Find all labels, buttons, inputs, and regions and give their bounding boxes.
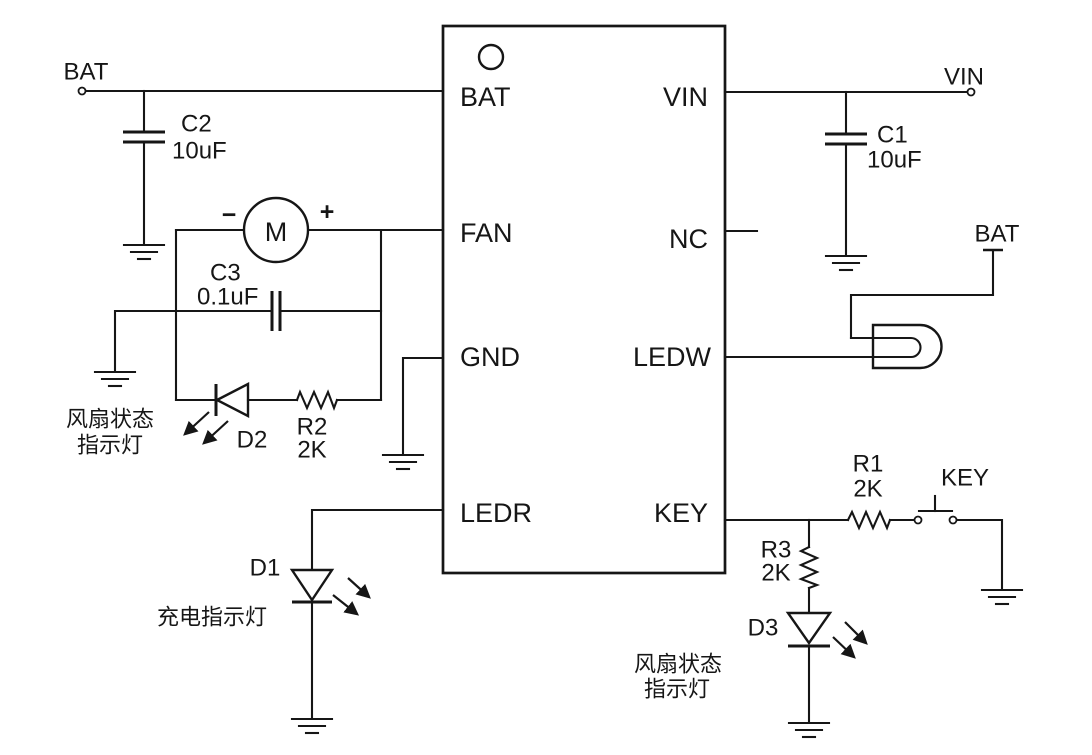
c1-value-label: 10uF <box>867 147 922 174</box>
ic-pin-label-ledr: LEDR <box>460 498 532 528</box>
fan-motor-section: M − + <box>174 196 445 402</box>
vin-terminal <box>966 87 976 97</box>
wire-c3-left <box>113 309 272 374</box>
capacitor-c3 <box>270 291 282 331</box>
d2-ref-label: D2 <box>237 427 268 454</box>
fan-status-right-label-line1: 风扇状态 <box>634 652 722 677</box>
ground-symbol-switch <box>980 588 1024 606</box>
d3-light-arrow-1 <box>844 621 868 645</box>
ledr-d1-section: D1 充电指示灯 <box>157 508 445 735</box>
r1-value-label: 2K <box>853 476 882 503</box>
ic-pin-label-gnd: GND <box>460 342 520 372</box>
switch-contact-right <box>948 515 958 525</box>
lamp-filament <box>723 336 922 359</box>
bat-input-section: BAT C2 10uF <box>64 59 445 261</box>
c3-ref-label: C3 <box>210 260 241 287</box>
resistor-r3 <box>798 545 820 590</box>
d2-light-arrow-1 <box>183 411 210 436</box>
fan-status-right-label-line2: 指示灯 <box>644 677 710 702</box>
bat-terminal <box>77 86 87 96</box>
capacitor-c1 <box>825 132 867 146</box>
ground-symbol-c2 <box>122 243 166 261</box>
r1-ref-label: R1 <box>853 451 884 478</box>
c2-value-label: 10uF <box>172 138 227 165</box>
d1-light-arrow-2 <box>332 594 360 616</box>
ic-pin-label-vin: VIN <box>663 82 708 112</box>
ic-pin-label-fan: FAN <box>460 218 513 248</box>
key-switch-section: R1 2K KEY <box>723 451 1024 606</box>
ic-pin-label-key: KEY <box>654 498 708 528</box>
c3-section: C3 0.1uF <box>93 260 383 388</box>
d3-light-arrow-2 <box>832 636 856 659</box>
led-d1 <box>289 568 371 616</box>
ground-symbol-c3 <box>93 370 137 388</box>
resistor-r1 <box>846 509 892 531</box>
pin1-mark-icon <box>477 43 505 71</box>
motor-plus-sign: + <box>320 198 335 226</box>
net-label-bat-lamp: BAT <box>975 221 1020 248</box>
d1-ref-label: D1 <box>250 555 281 582</box>
c2-ref-label: C2 <box>181 111 212 138</box>
motor-label: M <box>265 217 288 247</box>
gnd-section <box>381 356 445 471</box>
ic-block: BAT FAN GND LEDR VIN NC LEDW KEY <box>441 24 727 575</box>
c3-value-label: 0.1uF <box>197 284 258 311</box>
net-label-key-switch: KEY <box>941 465 989 492</box>
lamp-symbol <box>723 323 943 370</box>
wire-bat-to-lamp <box>849 248 995 340</box>
motor-symbol <box>242 196 310 264</box>
fan-status-left-label-line1: 风扇状态 <box>66 407 154 432</box>
r3-value-label: 2K <box>761 560 790 587</box>
charge-indicator-label: 充电指示灯 <box>157 605 267 630</box>
switch-contact-left <box>913 515 923 525</box>
capacitor-c2 <box>123 130 165 144</box>
c1-ref-label: C1 <box>877 122 908 149</box>
ground-symbol-c1 <box>824 254 868 272</box>
ground-symbol-d1 <box>290 717 334 735</box>
ledw-lamp-section: BAT <box>723 221 1020 370</box>
fan-status-left-label-line2: 指示灯 <box>77 433 143 458</box>
wire-ledr-to-d1 <box>310 508 445 572</box>
net-label-bat-left: BAT <box>64 59 109 86</box>
ground-symbol-d3 <box>787 721 831 739</box>
d2-r2-section: D2 R2 2K 风扇状态 指示灯 <box>66 382 383 464</box>
led-d3 <box>785 611 868 659</box>
d1-light-arrow-1 <box>347 577 371 599</box>
r2-value-label: 2K <box>297 437 326 464</box>
push-button-switch <box>913 494 958 525</box>
ground-symbol-gnd-pin <box>381 453 425 471</box>
vin-c1-section: VIN C1 10uF <box>723 64 984 272</box>
r2-ref-label: R2 <box>297 414 328 441</box>
lamp-body <box>871 323 943 370</box>
d2-triangle <box>214 382 250 418</box>
d2-light-arrow-2 <box>202 420 229 445</box>
d1-triangle <box>289 568 335 603</box>
d3-ref-label: D3 <box>748 615 779 642</box>
ic-body <box>441 24 727 575</box>
ic-pin-label-ledw: LEDW <box>633 342 712 372</box>
ic-pin-label-bat: BAT <box>460 82 511 112</box>
motor-minus-sign: − <box>222 201 237 229</box>
d3-triangle <box>785 611 833 646</box>
resistor-r2 <box>295 389 339 411</box>
ic-pin-label-nc: NC <box>669 224 708 254</box>
wire-gnd-stub <box>401 356 445 457</box>
net-label-vin: VIN <box>944 64 984 91</box>
r3-d3-section: R3 2K D3 风扇状态 指示灯 <box>634 518 868 739</box>
wire-switch-to-ground <box>955 518 1004 592</box>
r3-ref-label: R3 <box>761 537 792 564</box>
